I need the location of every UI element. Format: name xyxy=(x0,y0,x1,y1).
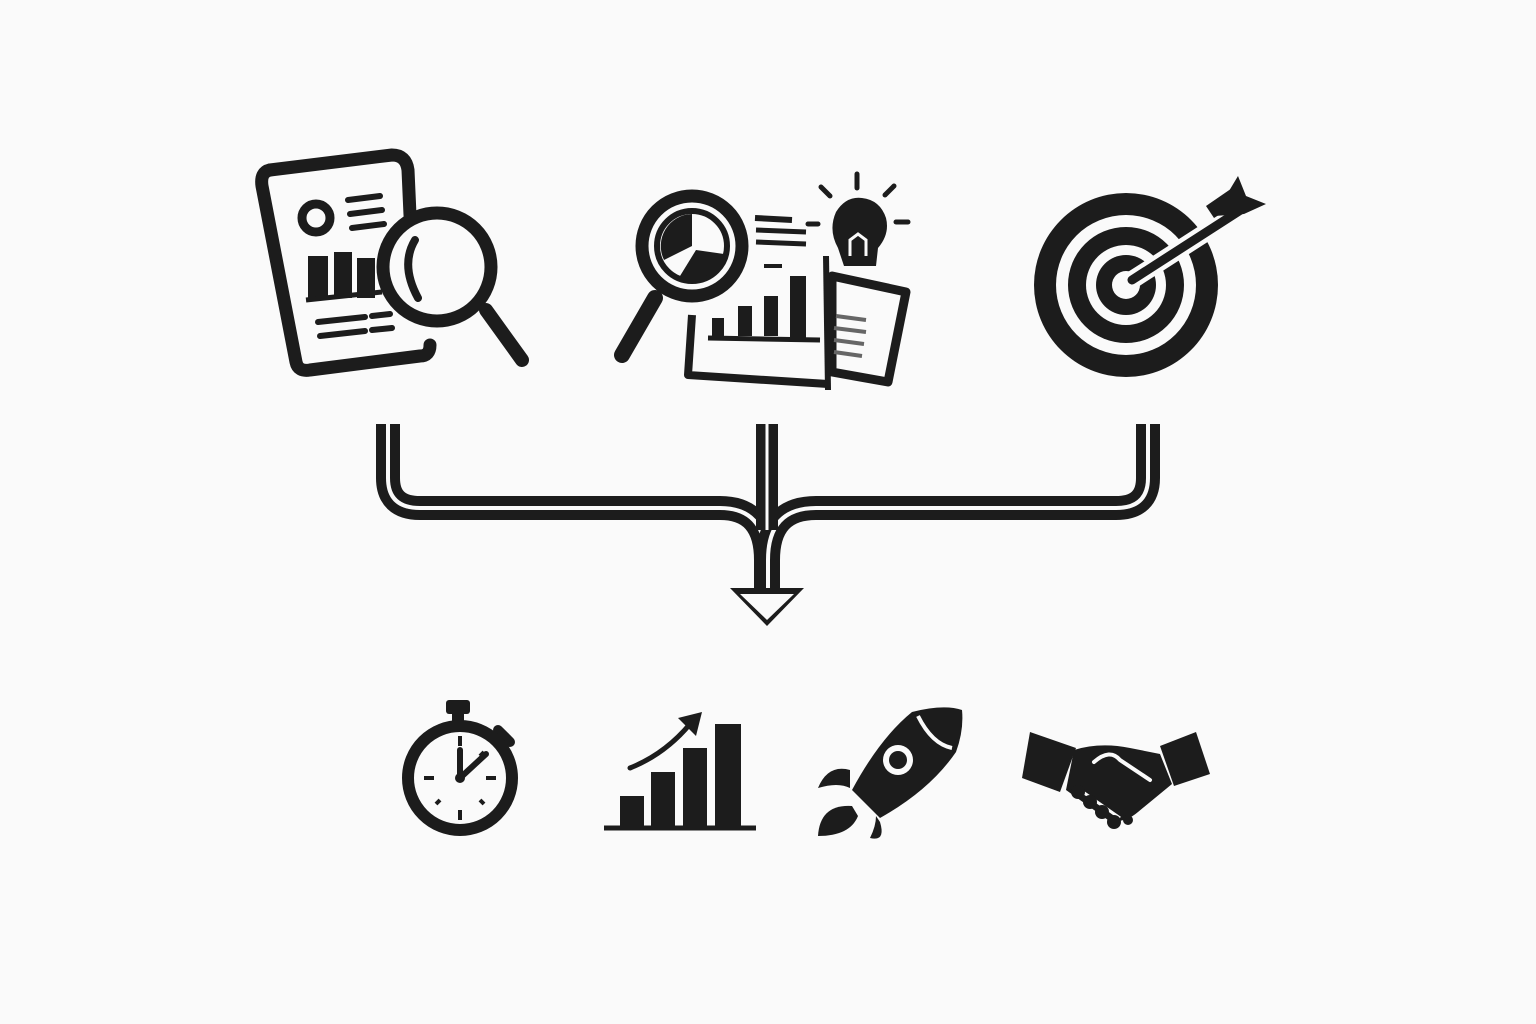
target-arrow-icon xyxy=(1034,176,1266,377)
merge-arrow-icon xyxy=(376,424,1160,626)
analysis-insight-icon xyxy=(614,171,911,391)
rocket-icon xyxy=(818,707,963,839)
growth-chart-icon xyxy=(604,712,756,831)
stopwatch-icon xyxy=(402,700,518,836)
handshake-icon xyxy=(1022,732,1210,829)
document-magnifier-icon xyxy=(255,148,529,377)
